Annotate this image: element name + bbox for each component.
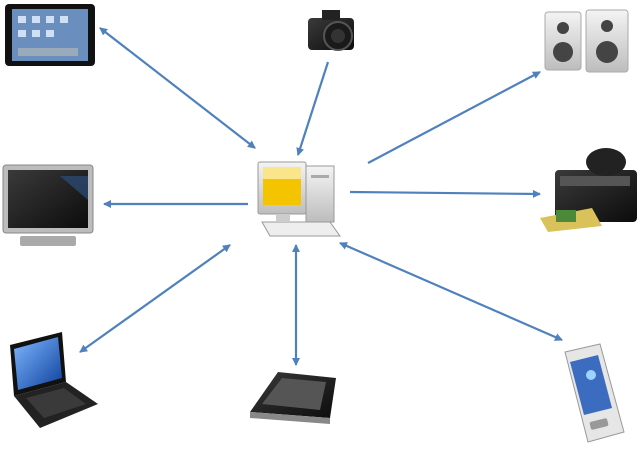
- scanner-icon: [250, 372, 336, 424]
- monitor-tv-icon: [2, 164, 94, 246]
- arrow-laptop: [79, 244, 231, 353]
- arrow-tablet: [99, 27, 256, 149]
- tablet-icon: [5, 4, 95, 66]
- desktop-computer-icon: [257, 161, 341, 237]
- arrow-speakers: [367, 71, 541, 164]
- smartphone-icon: [564, 343, 625, 443]
- laptop-icon: [10, 332, 98, 428]
- camera-icon: [308, 10, 354, 51]
- arrow-camera: [296, 61, 330, 156]
- speakers-icon: [544, 9, 629, 73]
- arrow-printer: [349, 189, 541, 198]
- arrow-phone: [339, 241, 563, 342]
- printer-icon: [540, 148, 637, 232]
